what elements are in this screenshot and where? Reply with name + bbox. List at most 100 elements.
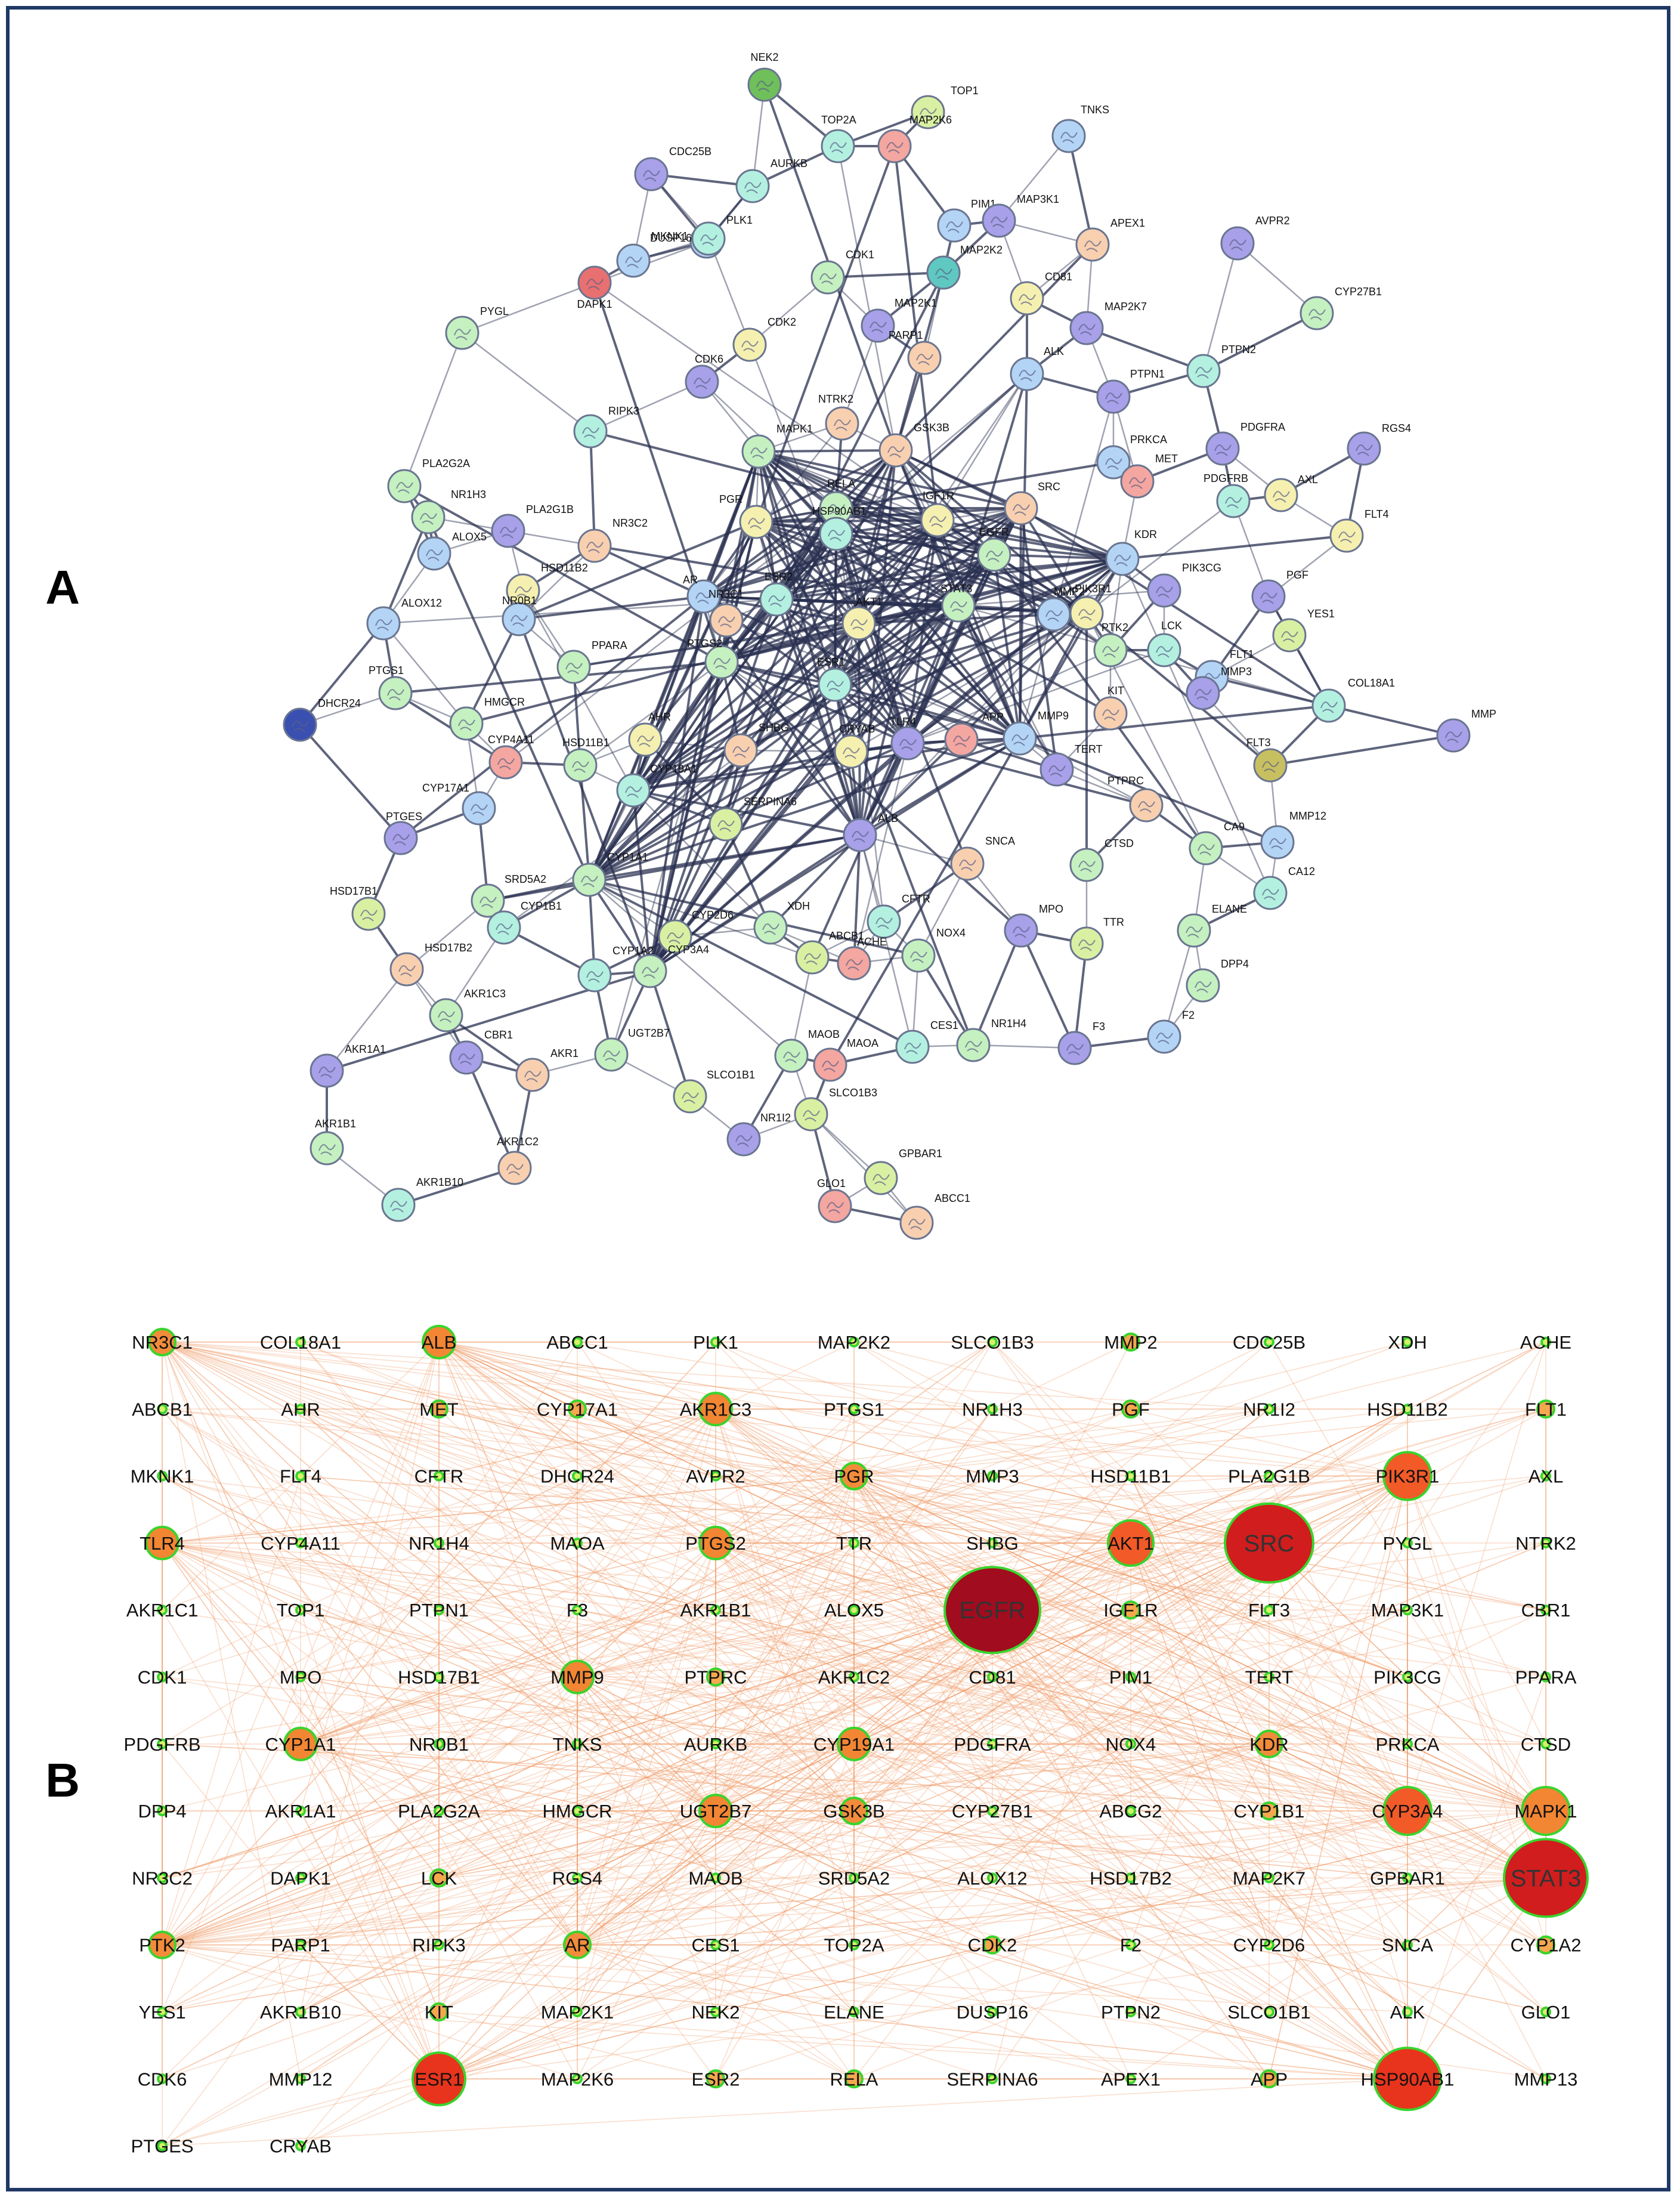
interaction-edge [438, 1475, 1408, 1544]
interaction-edge [992, 1810, 1408, 2079]
protein-structure-icon [803, 1110, 820, 1122]
protein-structure-icon [946, 221, 963, 233]
protein-structure-icon [1214, 444, 1232, 456]
target-node-rela: RELA [830, 2069, 878, 2089]
node-label: PDGFRB [1203, 472, 1248, 484]
protein-structure-icon [392, 834, 410, 846]
interaction-edge [895, 450, 1058, 770]
protein-structure-icon [565, 663, 583, 675]
interaction-edge [577, 1609, 993, 2013]
interaction-edge [1268, 1341, 1546, 1812]
interaction-edge [936, 519, 1088, 614]
node-circle [1264, 2007, 1274, 2017]
interaction-edge [1068, 135, 1094, 245]
interaction-edge [649, 599, 778, 972]
node-circle [1125, 1872, 1136, 1884]
target-node-ptges: PTGES [131, 2136, 193, 2157]
interaction-edge [715, 1676, 855, 1812]
interaction-edge [703, 423, 843, 597]
interaction-edge [466, 622, 859, 725]
node-label: HSD11B2 [541, 562, 588, 574]
interaction-edge [162, 1475, 855, 1544]
node-circle [987, 1738, 998, 1749]
interaction-edge [776, 519, 938, 601]
interaction-edge [162, 1609, 440, 2079]
node-label: PGR [834, 1466, 874, 1487]
interaction-edge [715, 1408, 855, 1745]
protein-node-hmgcr: HMGCR [449, 696, 525, 741]
interaction-edge [162, 1341, 993, 1410]
interaction-edge [438, 1341, 1408, 2079]
node-circle [148, 1328, 177, 1356]
node-circle [1253, 748, 1288, 783]
protein-structure-icon [426, 549, 443, 561]
protein-structure-icon [1225, 497, 1242, 509]
protein-node-hsd17b1: HSD17B1 [330, 885, 386, 931]
interaction-edge [1268, 1877, 1408, 2079]
node-circle [710, 1738, 721, 1749]
node-label: MAOA [550, 1533, 605, 1554]
interaction-edge [715, 1542, 855, 1812]
node-circle [1125, 1470, 1136, 1482]
interaction-edge [588, 451, 760, 880]
interaction-edge [162, 1408, 1408, 2080]
protein-node-map2k2: MAP2K2 [926, 244, 1003, 290]
target-node-hsd11b1: HSD11B1 [1090, 1466, 1171, 1487]
node-label: AKR1C2 [497, 1136, 539, 1148]
node-label: RGS4 [552, 1868, 602, 1888]
interaction-edge [853, 1476, 1408, 2079]
node-label: CYP4A11 [488, 734, 534, 746]
protein-node-pgf: PGF [1251, 569, 1308, 614]
interaction-edge [577, 1676, 993, 2013]
interaction-edge [1019, 396, 1115, 739]
target-node-hsd11b2: HSD11B2 [1367, 1399, 1448, 1420]
target-node-gsk3b: GSK3B [823, 1797, 885, 1826]
node-circle [487, 910, 521, 945]
node-label: DAPK1 [577, 298, 612, 310]
node-label: HSD11B2 [1367, 1399, 1448, 1420]
node-circle [849, 1939, 859, 1950]
node-label: AKR1B10 [416, 1176, 463, 1188]
node-label: TOP2A [821, 114, 856, 126]
target-node-cftr: CFTR [414, 1466, 464, 1487]
interaction-edge [438, 1542, 855, 2079]
interaction-edge [577, 1810, 716, 2079]
node-label: NR1H4 [409, 1533, 469, 1554]
interaction-edge [300, 1676, 440, 1745]
target-node-srd5a2: SRD5A2 [818, 1868, 890, 1888]
node-circle [840, 1797, 868, 1826]
interaction-edge [858, 373, 1028, 624]
target-node-src: SRC [1224, 1502, 1314, 1584]
protein-structure-icon [732, 746, 750, 758]
protein-node-esr1: ESR1 [817, 656, 852, 702]
interaction-edge [300, 1744, 993, 1812]
node-circle [1096, 379, 1131, 414]
node-circle [616, 243, 651, 278]
node-label: YES1 [138, 2002, 185, 2023]
node-label: CYP17A1 [537, 1399, 618, 1420]
interaction-edge [162, 1341, 716, 1410]
interaction-edge [992, 1609, 1546, 1678]
interaction-edge [162, 1542, 1131, 1946]
interaction-edge [162, 1475, 1408, 1812]
node-circle [987, 1470, 998, 1482]
interaction-edge [992, 1475, 1270, 1544]
target-node-pgr: PGR [834, 1461, 874, 1491]
node-circle [295, 1470, 306, 1482]
interaction-edge [1019, 558, 1124, 739]
node-circle [849, 1337, 859, 1347]
interaction-edge [577, 1676, 993, 1946]
node-label: CD81 [1045, 271, 1072, 283]
protein-structure-icon [830, 142, 847, 154]
node-circle [1540, 2073, 1551, 2085]
interaction-edge [715, 1609, 1408, 1812]
node-circle [434, 1671, 444, 1683]
interaction-edge [577, 1408, 1270, 1745]
interaction-edge [505, 508, 837, 763]
node-label: AKR1A1 [345, 1043, 386, 1055]
node-circle [594, 1037, 629, 1072]
protein-node-tnks: TNKS [1051, 104, 1109, 153]
interaction-edge [300, 1945, 440, 2079]
protein-node-abcb1: ABCB1 [795, 930, 864, 975]
protein-structure-icon [396, 482, 413, 494]
